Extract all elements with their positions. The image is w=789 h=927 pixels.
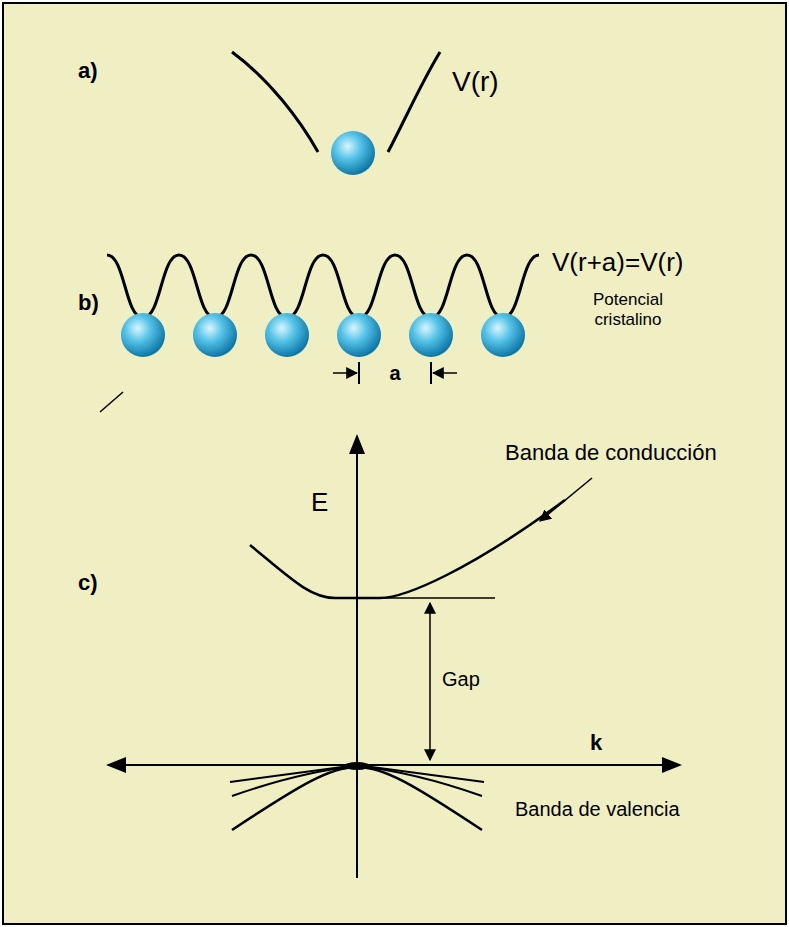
k-axis <box>108 764 680 766</box>
gap-label: Gap <box>442 668 480 691</box>
spacing-tick <box>358 362 360 384</box>
potential-label: V(r) <box>452 66 499 98</box>
potential-caption: Potencial cristalino <box>572 290 684 329</box>
atom <box>121 313 165 357</box>
band-edge-line <box>380 597 495 599</box>
axis-label: k <box>590 730 602 755</box>
axis-label: E <box>311 488 328 518</box>
periodicity-label: V(r+a)=V(r) <box>552 248 683 278</box>
atom <box>265 313 309 357</box>
valence-band <box>232 766 482 796</box>
crystal-potential <box>107 255 539 318</box>
lattice-constant: a <box>385 362 405 385</box>
spacing-arrow <box>433 372 457 374</box>
potential-well <box>232 52 440 152</box>
energy-axis <box>356 436 358 878</box>
gap-arrow <box>429 603 431 760</box>
panel-letter: a) <box>78 58 98 83</box>
atom <box>337 313 381 357</box>
conduction-band <box>250 500 565 598</box>
pointer-arrow <box>540 478 592 521</box>
band-label: Banda de conducción <box>505 440 717 465</box>
atom <box>409 313 453 357</box>
spacing-tick <box>430 362 432 384</box>
atom <box>481 313 525 357</box>
spacing-arrow <box>333 372 357 374</box>
panel-letter: b) <box>78 290 99 315</box>
band-maximum <box>344 762 370 770</box>
leader-line <box>100 392 123 412</box>
atom <box>193 313 237 357</box>
valence-band <box>232 767 482 830</box>
band-label: Banda de valencia <box>515 798 680 821</box>
atom <box>331 131 375 175</box>
panel-letter: c) <box>78 570 98 595</box>
